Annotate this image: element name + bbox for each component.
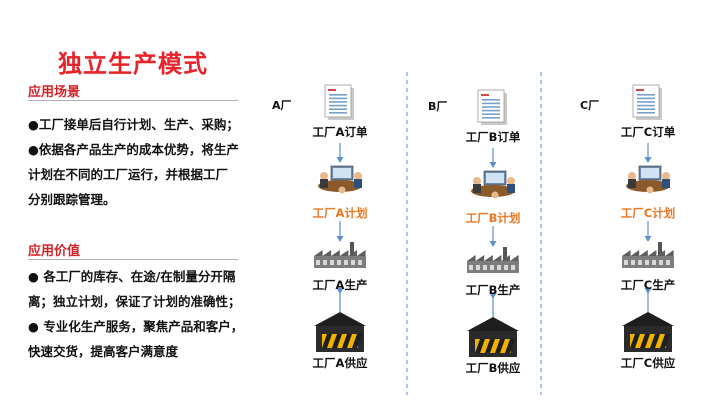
- plan-label: 工厂A计划: [312, 206, 368, 220]
- value-line: 快速交货，提高客户满意度: [28, 344, 179, 359]
- planning-meeting-icon: [626, 165, 670, 194]
- factory-icon: [622, 242, 674, 268]
- warehouse-icon: [314, 312, 366, 352]
- order-label: 工厂B订单: [465, 130, 521, 144]
- flow-arrow: [336, 221, 344, 242]
- order-label: 工厂A订单: [312, 125, 368, 139]
- plan-label: 工厂C计划: [620, 206, 676, 220]
- planning-meeting-icon: [471, 170, 515, 199]
- document-icon: [477, 89, 507, 125]
- scenario-line: ●工厂接单后自行计划、生产、采购；: [28, 117, 239, 132]
- factory-icon: [314, 242, 366, 268]
- supply-label: 工厂A供应: [312, 356, 368, 370]
- factory-column-label: B厂: [428, 100, 448, 113]
- factory-icon: [467, 247, 519, 273]
- scenario-heading: 应用场景: [28, 85, 81, 100]
- value-line: ● 各工厂的库存、在途/在制量分开隔: [28, 269, 236, 284]
- warehouse-icon: [467, 317, 519, 357]
- value-line: ● 专业化生产服务，聚焦产品和客户，: [28, 319, 244, 334]
- flow-arrow: [489, 148, 497, 168]
- flow-arrow: [489, 293, 497, 317]
- order-label: 工厂C订单: [620, 125, 676, 139]
- value-divider: [28, 259, 238, 260]
- production-label: 工厂B生产: [465, 283, 521, 297]
- supply-label: 工厂C供应: [620, 356, 676, 370]
- flow-arrow: [644, 221, 652, 242]
- production-label: 工厂C生产: [620, 278, 676, 292]
- scenario-line: ●依据各产品生产的成本优势，将生产: [28, 142, 239, 157]
- flow-arrow: [336, 143, 344, 163]
- plan-label: 工厂B计划: [465, 211, 521, 225]
- factory-column-label: A厂: [272, 99, 292, 112]
- scenario-divider: [28, 100, 238, 101]
- document-icon: [324, 84, 354, 120]
- warehouse-icon: [622, 312, 674, 352]
- value-heading: 应用价值: [28, 244, 81, 259]
- flow-arrow: [489, 226, 497, 247]
- value-text: ● 各工厂的库存、在途/在制量分开隔 离；独立计划，保证了计划的准确性； ● 专…: [28, 264, 243, 364]
- scenario-text: ●工厂接单后自行计划、生产、采购； ●依据各产品生产的成本优势，将生产 计划在不…: [28, 112, 239, 212]
- flow-arrow: [644, 288, 652, 312]
- document-icon: [632, 84, 662, 120]
- scenario-line: 分别跟踪管理。: [28, 192, 116, 207]
- flow-arrow: [336, 288, 344, 312]
- value-line: 离；独立计划，保证了计划的准确性；: [28, 294, 241, 309]
- production-label: 工厂A生产: [312, 278, 368, 292]
- factory-column-label: C厂: [580, 99, 600, 112]
- scenario-line: 计划在不同的工厂运行，并根据工厂: [28, 167, 229, 182]
- page-title: 独立生产模式: [58, 50, 208, 78]
- flow-arrow: [644, 143, 652, 163]
- supply-label: 工厂B供应: [465, 361, 521, 375]
- planning-meeting-icon: [318, 165, 362, 194]
